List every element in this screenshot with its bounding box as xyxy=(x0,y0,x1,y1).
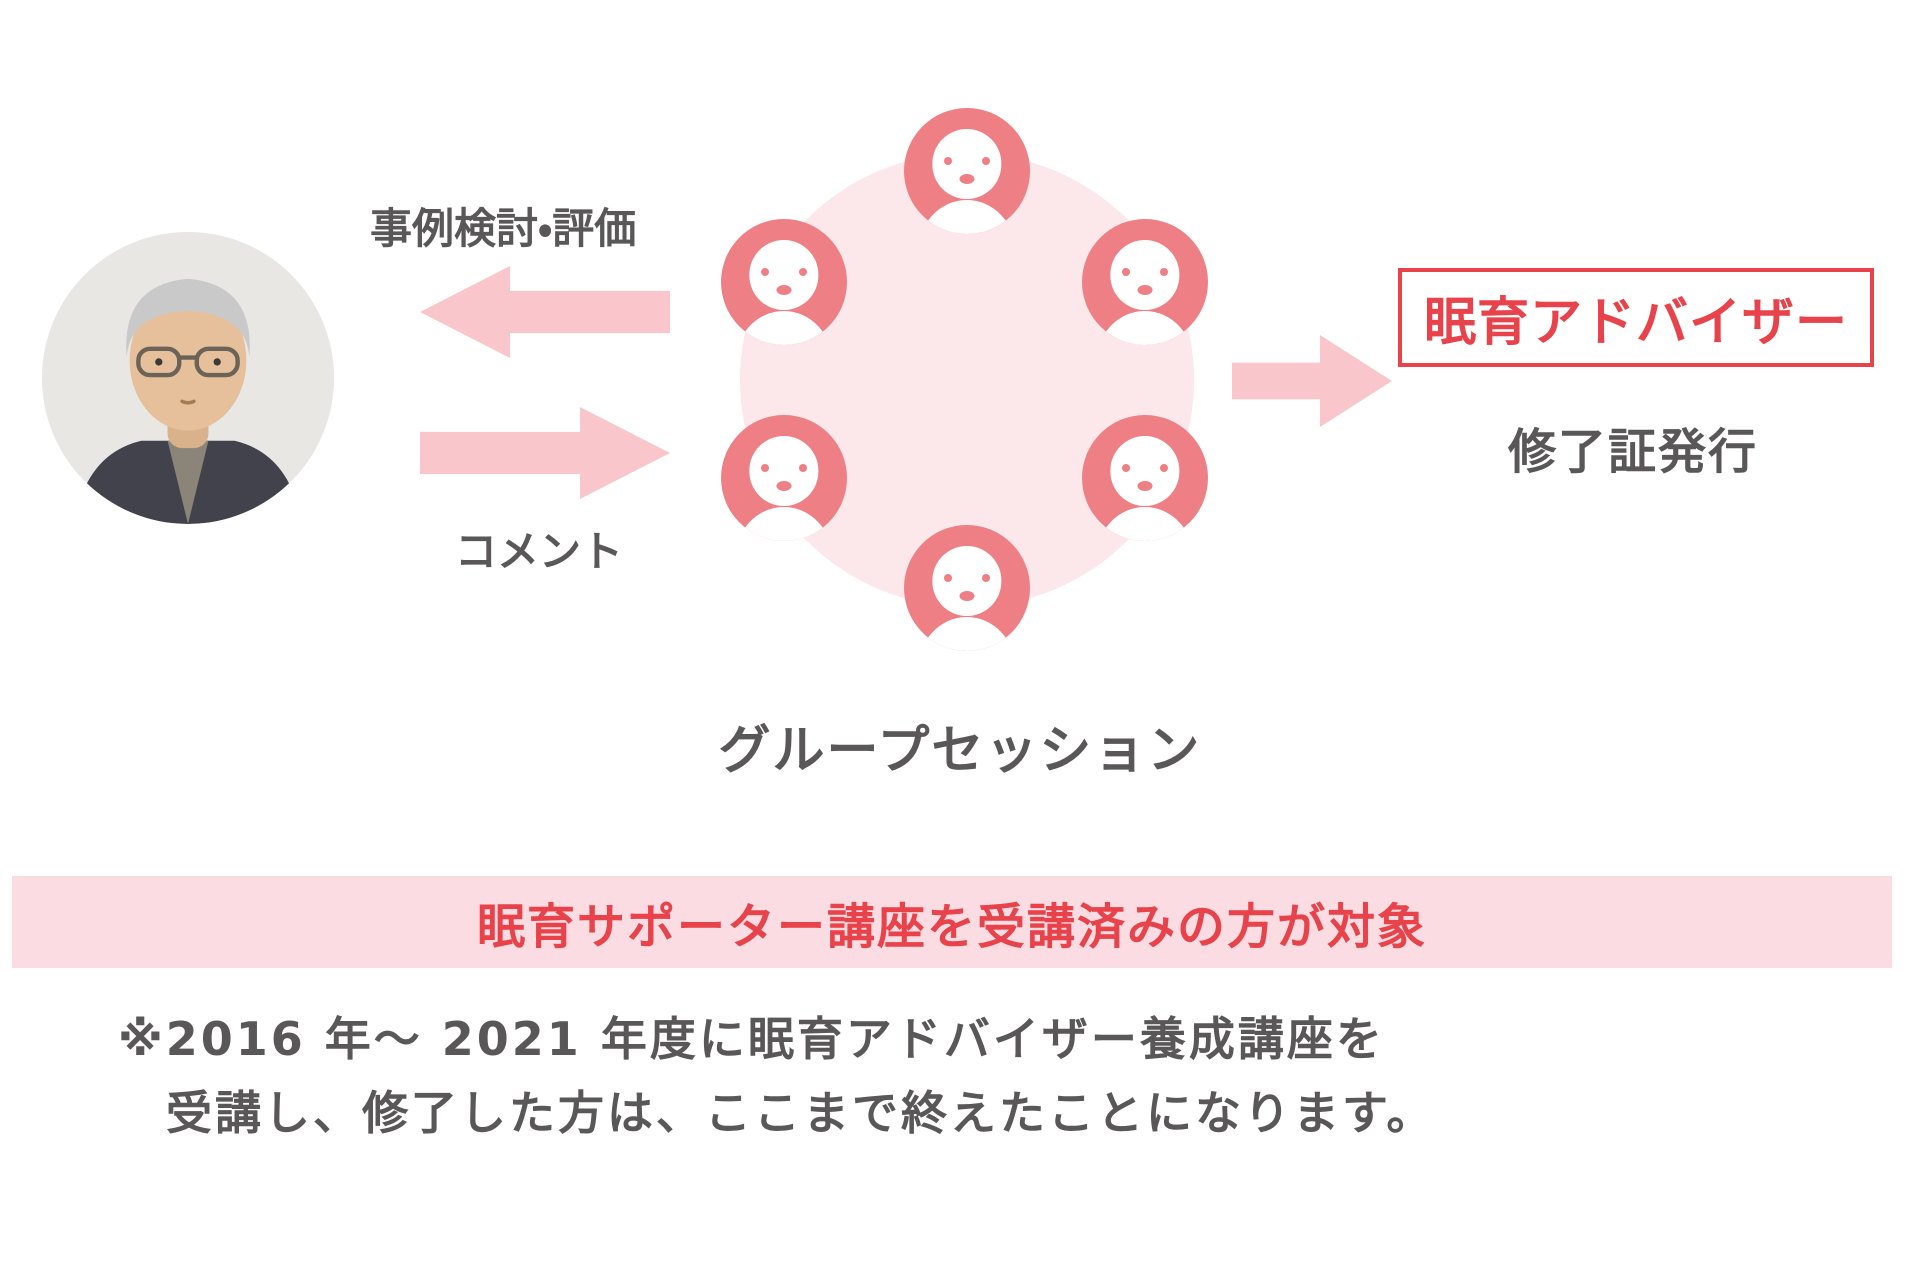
participant-eye xyxy=(1159,464,1168,473)
participant-icon xyxy=(721,219,847,345)
participant-eye xyxy=(944,574,953,583)
eligibility-banner: 眠育サポーター講座を受講済みの方が対象 xyxy=(12,876,1892,968)
instructor-photo xyxy=(42,232,334,524)
participant-eye xyxy=(981,574,990,583)
participant-mouth xyxy=(1137,480,1153,491)
participant-eye xyxy=(798,268,807,277)
certificate-label: 修了証発行 xyxy=(1507,424,1758,480)
participant-icon xyxy=(904,108,1030,234)
note-line-2: 受講し、修了した方は、ここまで終えたことになります。 xyxy=(166,1086,1436,1140)
instructor-avatar-icon xyxy=(42,232,334,524)
participant-icon xyxy=(721,415,847,541)
participant-eye xyxy=(761,464,770,473)
participant-icon xyxy=(1082,219,1208,345)
participant-eye xyxy=(761,268,770,277)
note-line-1: ※2016 年〜 2021 年度に眠育アドバイザー養成講座を xyxy=(118,1012,1385,1066)
participant-shoulders xyxy=(734,310,834,345)
case-review-label: 事例検討・評価 xyxy=(370,204,637,253)
participant-eye xyxy=(798,464,807,473)
participant-eye xyxy=(1122,464,1131,473)
advisor-box: 眠育アドバイザー xyxy=(1398,268,1875,367)
participant-icon xyxy=(904,525,1030,651)
arrow-right-icon xyxy=(420,407,670,499)
participant-shoulders xyxy=(917,616,1017,651)
arrow-left-icon xyxy=(420,266,670,358)
participant-shoulders xyxy=(1095,506,1195,541)
participant-head xyxy=(1110,436,1180,506)
participant-mouth xyxy=(1137,284,1153,295)
note-text: ※2016 年〜 2021 年度に眠育アドバイザー養成講座を 受講し、修了した方… xyxy=(118,1002,1435,1150)
participant-head xyxy=(932,129,1002,199)
participant-mouth xyxy=(959,173,975,184)
participant-mouth xyxy=(776,480,792,491)
participant-shoulders xyxy=(734,506,834,541)
participant-icon xyxy=(1082,415,1208,541)
participant-eye xyxy=(1159,268,1168,277)
participant-eye xyxy=(944,157,953,166)
group-session-label: グループセッション xyxy=(718,721,1202,781)
participant-head xyxy=(749,240,819,310)
comment-label: コメント xyxy=(455,527,624,576)
participant-mouth xyxy=(959,590,975,601)
eligibility-banner-text: 眠育サポーター講座を受講済みの方が対象 xyxy=(476,899,1427,955)
participant-eye xyxy=(981,157,990,166)
participant-shoulders xyxy=(917,199,1017,234)
arrow-to-advisor-icon xyxy=(1232,335,1392,427)
participant-eye xyxy=(1122,268,1131,277)
participant-head xyxy=(749,436,819,506)
participant-shoulders xyxy=(1095,310,1195,345)
participant-head xyxy=(1110,240,1180,310)
participant-head xyxy=(932,546,1002,616)
participant-mouth xyxy=(776,284,792,295)
